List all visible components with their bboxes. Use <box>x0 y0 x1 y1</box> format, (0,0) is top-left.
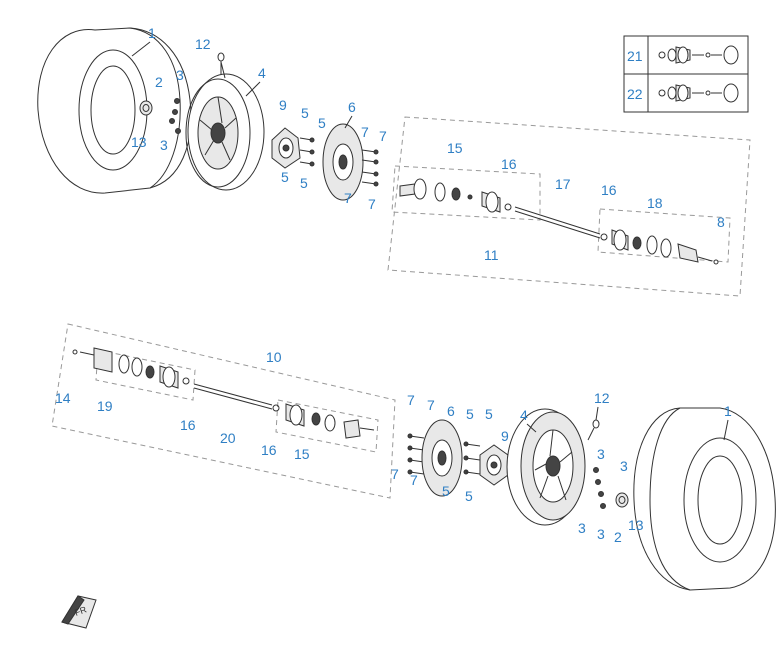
callout-4-bottom: 4 <box>520 407 528 423</box>
leader-lines <box>131 41 729 441</box>
disc-bolts-top <box>361 149 379 187</box>
boot-kit-box-19-bottom <box>95 349 196 401</box>
axle-parts-top <box>399 178 719 265</box>
callout-7-bottom-b: 7 <box>427 397 435 413</box>
callout-16-top-a: 16 <box>501 156 517 172</box>
callout-5-bottom-b: 5 <box>485 406 493 422</box>
lug-nuts-bottom <box>593 467 606 509</box>
callout-2-top: 2 <box>155 74 163 90</box>
callout-3-bottom-c: 3 <box>578 520 586 536</box>
boot-kit-box-15-top <box>391 165 541 221</box>
callout-4-top: 4 <box>258 65 266 81</box>
boot-kit-box-15-bottom <box>275 399 379 453</box>
callout-16-top-b: 16 <box>601 182 617 198</box>
hub-bolts-top <box>299 137 315 167</box>
callout-3-bottom-b: 3 <box>620 458 628 474</box>
callout-7-top-c: 7 <box>344 190 352 206</box>
callout-5-top-d: 5 <box>300 175 308 191</box>
axle-assy-box-top <box>387 116 751 297</box>
axle-nut-top <box>139 100 153 116</box>
kit-inset-box: 21 22 <box>623 35 749 113</box>
callout-7-top-b: 7 <box>379 128 387 144</box>
callout-1-bottom: 1 <box>724 403 732 419</box>
callout-9-bottom: 9 <box>501 428 509 444</box>
tire-bottom <box>633 407 776 591</box>
axle-nut-bottom <box>615 492 629 508</box>
brake-disc-bottom <box>421 419 463 497</box>
valve-bottom <box>587 419 600 441</box>
callout-7-top-a: 7 <box>361 124 369 140</box>
callout-3-top-a: 3 <box>176 67 184 83</box>
callout-11-top: 11 <box>484 247 499 263</box>
callout-15-bottom: 15 <box>294 446 310 462</box>
callout-19-bottom: 19 <box>97 398 113 414</box>
kit-22-parts <box>658 83 739 103</box>
callout-8-top: 8 <box>717 214 725 230</box>
brake-disc-top <box>322 123 364 201</box>
callout-5-bottom-c: 5 <box>442 483 450 499</box>
axle-assy-box-bottom <box>51 323 396 499</box>
callout-7-bottom-c: 7 <box>391 466 399 482</box>
callout-5-top-a: 5 <box>301 105 309 121</box>
kit-21-parts <box>658 45 739 65</box>
callout-20-bottom: 20 <box>220 430 236 446</box>
callout-21: 21 <box>627 48 643 64</box>
callout-12-top: 12 <box>195 36 211 52</box>
callout-12-bottom: 12 <box>594 390 610 406</box>
callout-14-bottom: 14 <box>55 390 71 406</box>
callout-7-bottom-d: 7 <box>410 472 418 488</box>
lug-nuts-top <box>169 98 181 134</box>
rim-top <box>185 73 265 191</box>
callout-18-top: 18 <box>647 195 663 211</box>
rim-bottom <box>506 408 586 526</box>
callout-5-bottom-a: 5 <box>466 406 474 422</box>
callout-3-top-b: 3 <box>160 137 168 153</box>
callout-10-bottom: 10 <box>266 349 282 365</box>
callout-22: 22 <box>627 86 643 102</box>
callout-5-bottom-d: 5 <box>465 488 473 504</box>
callout-16-bottom-a: 16 <box>180 417 196 433</box>
hub-top <box>271 127 301 169</box>
callout-7-top-d: 7 <box>368 196 376 212</box>
callout-5-top-c: 5 <box>281 169 289 185</box>
callout-16-bottom-b: 16 <box>261 442 277 458</box>
hub-bottom <box>479 444 509 486</box>
callout-2-bottom: 2 <box>614 529 622 545</box>
axle-parts-bottom <box>72 347 375 439</box>
svg-text:FR: FR <box>73 604 88 618</box>
callout-15-top: 15 <box>447 140 463 156</box>
callouts: 1 2 3 3 13 12 4 9 5 5 5 5 6 7 7 7 7 15 1… <box>55 25 732 545</box>
callout-3-bottom-d: 3 <box>597 526 605 542</box>
tire-top <box>37 27 192 194</box>
callout-17-top: 17 <box>555 176 571 192</box>
hub-bolts-bottom <box>463 441 481 475</box>
callout-6-top: 6 <box>348 99 356 115</box>
callout-13-bottom: 13 <box>628 517 644 533</box>
callout-13-top: 13 <box>131 134 147 150</box>
callout-6-bottom: 6 <box>447 403 455 419</box>
callout-9-top: 9 <box>279 97 287 113</box>
callout-1-top: 1 <box>148 25 156 41</box>
callout-3-bottom-a: 3 <box>597 446 605 462</box>
callout-7-bottom-a: 7 <box>407 392 415 408</box>
callout-5-top-b: 5 <box>318 115 326 131</box>
front-arrow-icon: FR <box>61 595 97 629</box>
